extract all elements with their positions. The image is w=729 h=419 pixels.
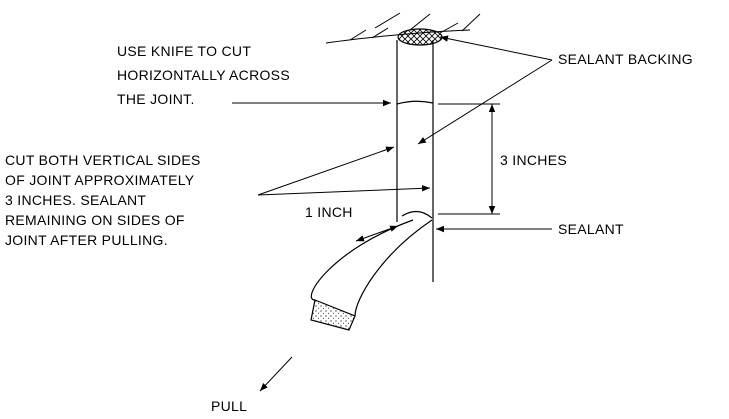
three-inches-label: 3 INCHES (500, 152, 567, 168)
sealant-backing-shape (397, 28, 443, 46)
three-inch-dimension (438, 103, 500, 215)
leader-lines (232, 35, 553, 392)
pull-label: PULL (211, 398, 247, 414)
one-inch-label: 1 INCH (305, 204, 353, 220)
knife-instruction: USE KNIFE TO CUT HORIZONTALLY ACROSS THE… (117, 43, 294, 107)
cut-sides-instruction: CUT BOTH VERTICAL SIDES OF JOINT APPROXI… (5, 152, 205, 248)
one-inch-dimension (355, 225, 399, 242)
top-substrate-hatching (325, 12, 481, 44)
sealant-backing-label: SEALANT BACKING (558, 51, 693, 67)
sealant-label: SEALANT (558, 221, 624, 237)
pulled-sealant-strip (310, 210, 433, 331)
horizontal-cut-line (396, 100, 434, 105)
